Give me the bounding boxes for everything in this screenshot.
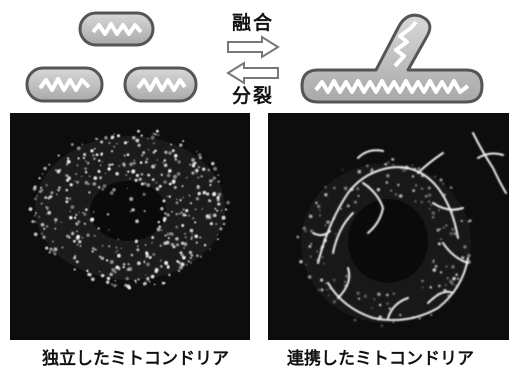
micrograph-independent: [10, 113, 250, 340]
fusion-label: 融合: [232, 14, 274, 33]
mitochondrion-right: [125, 68, 196, 101]
fission-arrow: [228, 63, 278, 83]
caption-connected: 連携したミトコンドリア: [287, 351, 474, 368]
fused-mitochondrion: [302, 15, 482, 102]
caption-independent: 独立したミトコンドリア: [42, 351, 229, 368]
fission-label: 分裂: [232, 87, 274, 106]
micrograph-connected: [268, 113, 509, 340]
mitochondrion-top: [80, 13, 153, 45]
fusion-arrow: [228, 37, 278, 57]
mitochondrion-left: [27, 68, 102, 101]
connected-mitochondria-image: [268, 113, 509, 340]
independent-mitochondria-image: [10, 113, 250, 340]
